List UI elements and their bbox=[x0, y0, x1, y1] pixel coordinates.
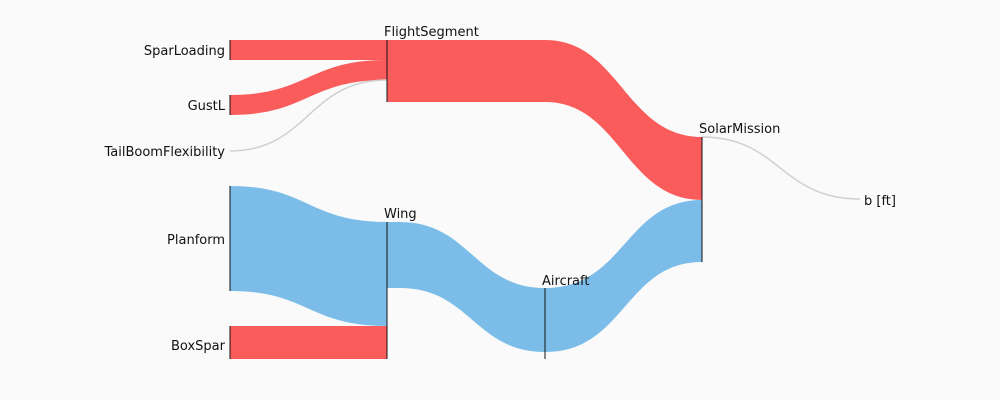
flow-solarmission-b bbox=[701, 136, 861, 200]
node-label-tailboomflexibility: TailBoomFlexibility bbox=[103, 145, 225, 160]
flow-gustl-flightsegment bbox=[230, 60, 387, 115]
node-label-flightsegment: FlightSegment bbox=[384, 25, 479, 40]
flow-wing-aircraft bbox=[387, 222, 545, 352]
flow-flightsegment-solarmission bbox=[387, 40, 702, 200]
flow-boxspar-wing bbox=[230, 326, 387, 359]
node-label-sparloading: SparLoading bbox=[144, 44, 225, 59]
node-label-wing: Wing bbox=[384, 207, 417, 222]
flow-planform-wing bbox=[230, 186, 387, 326]
flow-tailboomflexibility-flightsegment bbox=[229, 79, 388, 152]
flow-sparloading-flightsegment bbox=[230, 40, 387, 60]
node-label-planform: Planform bbox=[167, 233, 225, 248]
node-labels: SparLoading GustL TailBoomFlexibility Pl… bbox=[103, 25, 896, 354]
node-label-aircraft: Aircraft bbox=[542, 274, 589, 289]
flow-aircraft-solarmission bbox=[545, 200, 702, 352]
flows bbox=[229, 40, 861, 359]
node-label-solarmission: SolarMission bbox=[699, 122, 780, 137]
node-label-boxspar: BoxSpar bbox=[171, 339, 226, 354]
node-bars bbox=[229, 40, 703, 359]
node-label-b: b [ft] bbox=[864, 194, 896, 209]
node-label-gustl: GustL bbox=[188, 99, 226, 114]
